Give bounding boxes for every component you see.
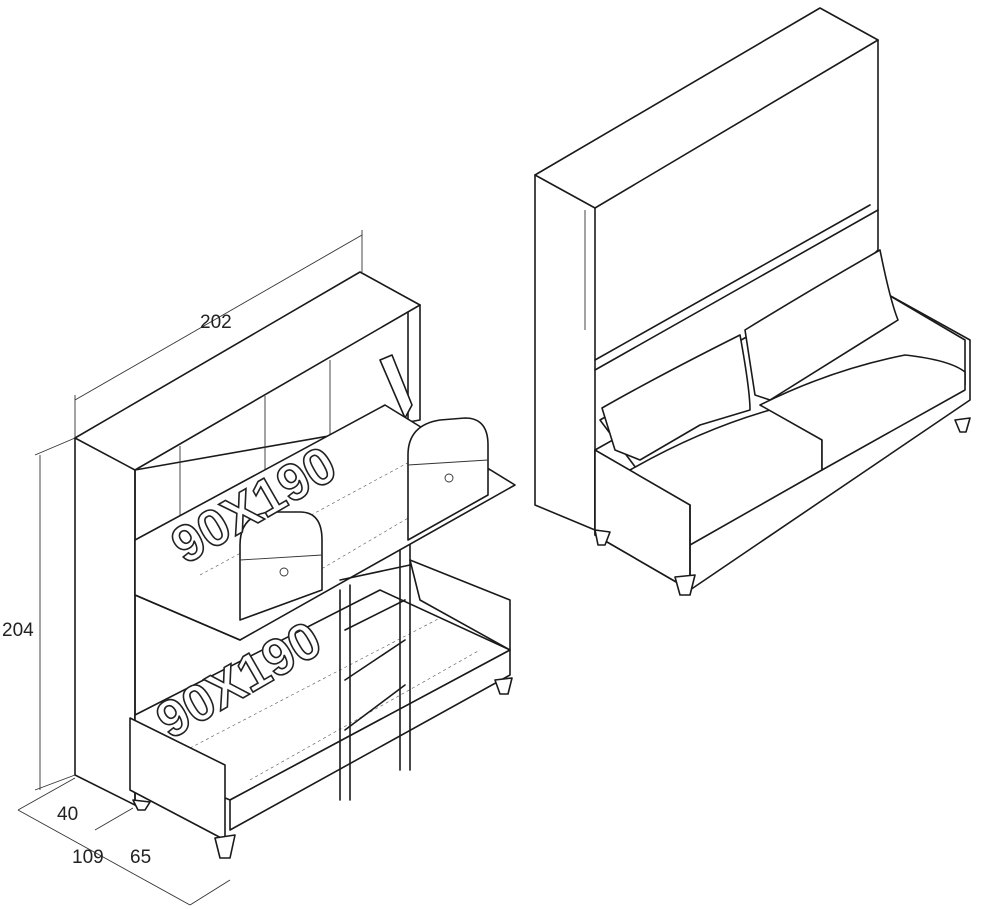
dimension-depth-bed-label: 65 — [130, 847, 151, 868]
dimension-lines — [17, 230, 363, 906]
sofa-bed-unit — [534, 7, 971, 596]
dimension-depth-total-label: 109 — [72, 847, 104, 868]
dimension-width-label: 202 — [200, 312, 232, 333]
dimension-height-label: 204 — [2, 620, 34, 641]
dimension-depth-closed-label: 40 — [57, 804, 78, 825]
bunk-bed-unit: 90X190 90X190 — [74, 271, 516, 859]
ladder — [339, 544, 411, 801]
